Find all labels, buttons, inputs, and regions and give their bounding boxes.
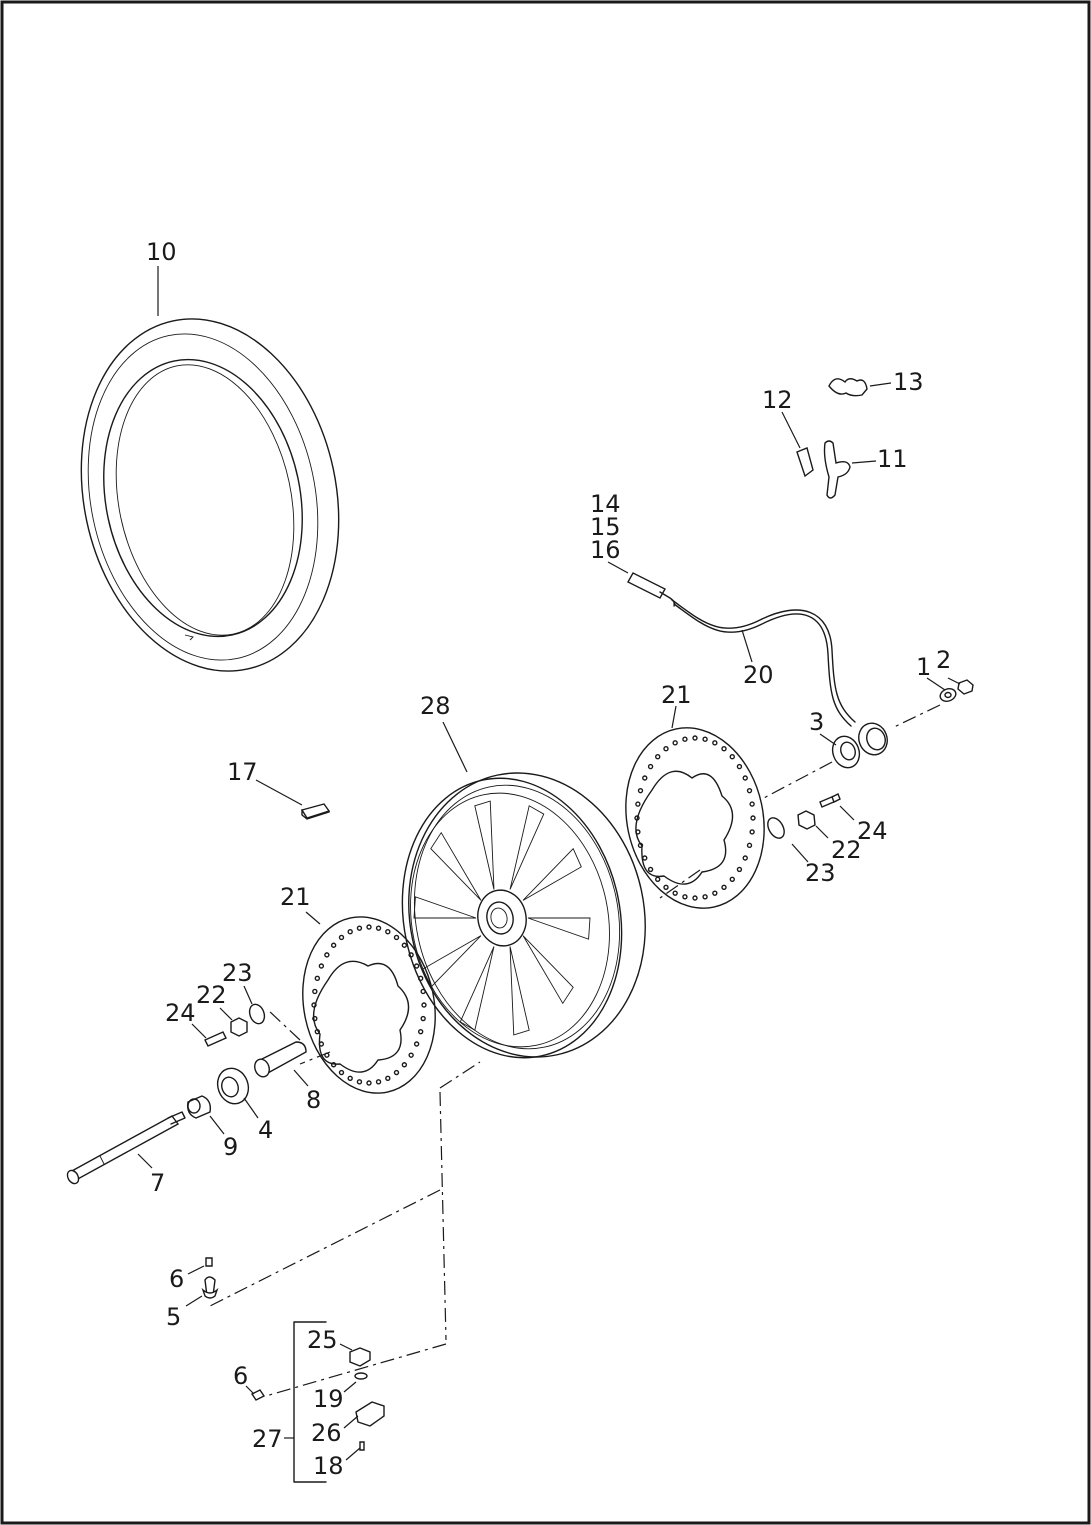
callout-6-lower: 6 [233,1362,248,1390]
rotor-holes-left [311,924,427,1086]
callout-11: 11 [877,445,908,473]
callout-18: 18 [313,1452,344,1480]
assembly-lines [209,704,941,1397]
callout-2: 2 [936,646,951,674]
callout-labels: 10 13 12 11 14 15 16 20 1 2 21 28 3 17 2… [146,238,951,1480]
callout-28: 28 [420,692,451,720]
valve-stem-parts [201,1257,219,1299]
washer-nut-parts [939,679,974,702]
callout-23-left: 23 [222,959,253,987]
rotor-hardware-left [204,1003,266,1047]
spacer-part [254,1041,307,1078]
tire-part [80,318,340,672]
callout-21-left: 21 [280,883,311,911]
callout-5: 5 [166,1303,181,1331]
callout-9: 9 [223,1133,238,1161]
callout-25: 25 [307,1326,338,1354]
brake-rotor-left [302,916,436,1094]
callout-1: 1 [916,653,931,681]
bearing-left-part [216,1067,250,1105]
callout-8: 8 [306,1086,321,1114]
small-spacer-part [186,1095,212,1119]
wheel-spokes [413,800,591,1036]
callout-13: 13 [893,368,924,396]
callout-7: 7 [150,1169,165,1197]
callout-15: 15 [590,513,621,541]
rotor-hardware-right [767,793,841,839]
callout-6-upper: 6 [169,1265,184,1293]
callout-19: 19 [313,1385,344,1413]
callout-20: 20 [743,661,774,689]
axle-part [66,1111,186,1185]
callout-24-right: 24 [857,817,888,845]
sensor-cable-parts [627,572,888,756]
callout-24-left: 24 [165,999,196,1027]
callout-22-left: 22 [196,981,227,1009]
callout-21-right: 21 [661,681,692,709]
bearing-right-part [831,735,861,769]
clip-parts [796,378,868,499]
callout-4: 4 [258,1116,273,1144]
leader-lines [137,266,961,1461]
callout-22-right: 22 [831,836,862,864]
callout-10: 10 [146,238,177,266]
wheel-part [401,772,646,1059]
callout-17: 17 [227,758,258,786]
brake-rotor-right [625,727,765,909]
wheel-weight-part [300,803,331,820]
callout-12: 12 [762,386,793,414]
callout-27: 27 [252,1425,283,1453]
callout-16: 16 [590,536,621,564]
callout-26: 26 [311,1419,342,1447]
callout-3: 3 [809,708,824,736]
tpms-group-parts [250,1321,385,1483]
rotor-holes-right [634,735,756,901]
callout-23-right: 23 [805,859,836,887]
callout-14: 14 [590,490,621,518]
